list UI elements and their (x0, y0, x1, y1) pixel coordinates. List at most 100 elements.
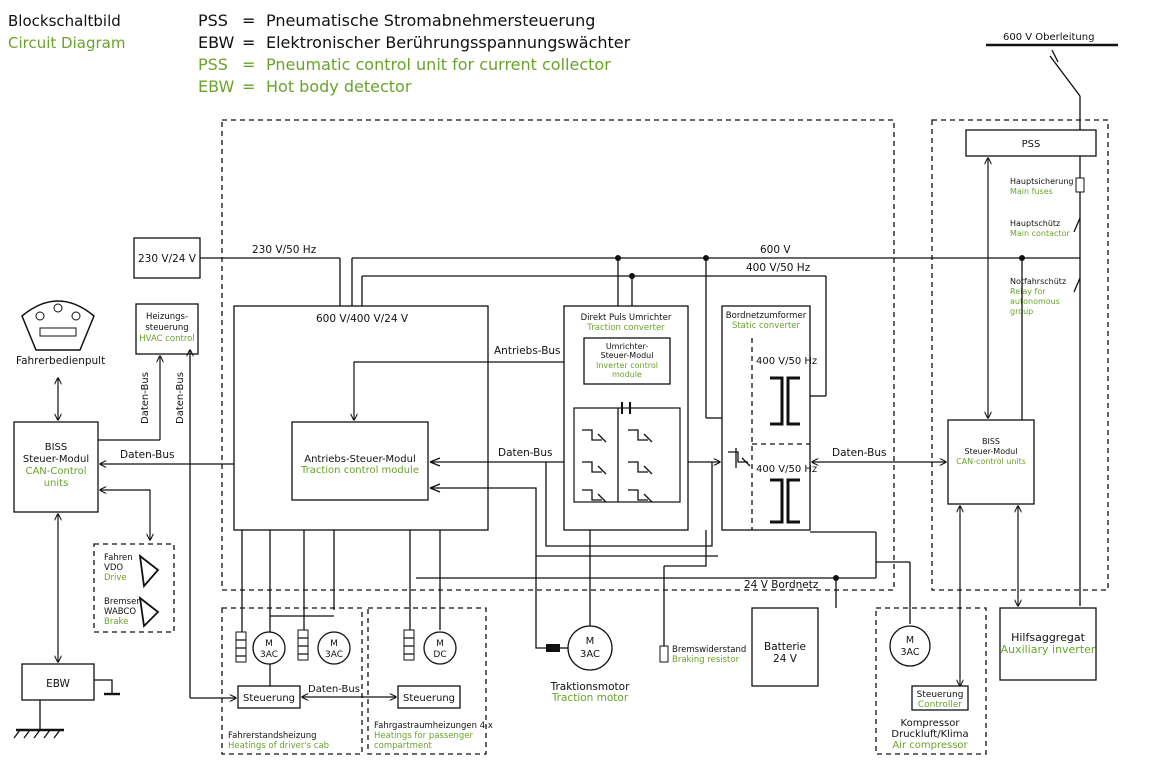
main-fuses-en: Main fuses (1010, 187, 1053, 196)
pss-label: PSS (1022, 139, 1041, 150)
relay-en-1: Relay for (1010, 287, 1046, 296)
cab-motor-1-m: M (265, 639, 273, 649)
data-bus-static-label: Daten-Bus (832, 447, 887, 459)
biss-left-en-1: CAN-Control (25, 466, 86, 477)
legend-abbr-4: EBW (198, 77, 235, 96)
line-24v-label: 24 V Bordnetz (744, 579, 819, 591)
aux-inverter-de: Hilfsaggregat (1011, 631, 1085, 644)
compressor-controller-box (911, 685, 969, 711)
traction-motor-de: Traktionsmotor (550, 681, 630, 693)
main-group-frame (221, 119, 895, 591)
legend-text-4: Hot body detector (266, 77, 412, 96)
pedals-frame (93, 543, 175, 633)
relay-en-2: autonomous (1010, 297, 1060, 306)
main-contactor-de: Hauptschütz (1010, 219, 1060, 228)
driver-desk-label: Fahrerbedienpult (16, 355, 105, 367)
compressor-ctrl-de: Steuerung (917, 690, 964, 700)
cab-heating-de: Fahrerstandsheizung (228, 731, 317, 741)
converter-label-de: Direkt Puls Umrichter (581, 313, 672, 323)
hvac-label-de-1: Heizungs- (146, 312, 188, 322)
relay-de: Notfahrschütz (1010, 277, 1066, 286)
igbt-bridge-icon (573, 402, 681, 503)
passenger-heating-frame (367, 607, 487, 755)
traction-module-en: Traction control module (300, 465, 419, 476)
compressor-frame (875, 607, 987, 755)
inverter-de-1: Umrichter- (606, 342, 648, 351)
inverter-de-2: Steuer-Modul (601, 351, 654, 360)
traction-motor-en: Traction motor (551, 692, 629, 704)
cab-motor-2: M 3AC (317, 631, 351, 665)
traction-motor-type: 3AC (580, 649, 600, 660)
hvac-control-box (135, 303, 199, 355)
cab-steuerung-label: Steuerung (243, 693, 295, 704)
biss-bus-label: Daten-Bus (120, 449, 175, 461)
pedal-drive-en: Drive (104, 573, 127, 583)
compressor-en: Air compressor (892, 740, 968, 751)
compressor-de-2: Druckluft/Klima (891, 729, 968, 740)
overhead-line-label: 600 V Oberleitung (1003, 32, 1094, 43)
cab-motor-1: M 3AC (252, 631, 286, 665)
pedal-brake-de-1: Bremsen (104, 597, 142, 607)
cab-steuerung-box (237, 685, 301, 709)
biss-right-box (947, 419, 1035, 505)
cab-heater-icon-2 (297, 629, 309, 661)
passenger-steuerung-label: Steuerung (403, 693, 455, 704)
legend-text-1: Pneumatische Stromabnehmersteuerung (266, 11, 595, 30)
drive-pedal-icon (138, 553, 160, 589)
main-contactor-en: Main contactor (1010, 229, 1070, 238)
pantograph-icon (1049, 55, 1081, 97)
pedal-drive-de-2: VDO (104, 563, 123, 573)
hvac-bus-label: Daten-Bus (140, 372, 151, 424)
inverter-en-2: module (612, 370, 642, 379)
legend-eq-2: = (242, 33, 255, 52)
static-converter-en: Static converter (732, 321, 801, 331)
biss-right-de-2: Steuer-Modul (965, 447, 1018, 456)
abbreviation-legend: PSS = Pneumatische Stromabnehmersteuerun… (198, 11, 631, 96)
line-600v-label: 600 V (760, 244, 791, 256)
pedal-brake-en: Brake (104, 617, 128, 627)
biss-left-de-1: BISS (45, 442, 68, 453)
traction-module-de: Antriebs-Steuer-Modul (304, 454, 416, 465)
inverter-control-module (583, 337, 671, 385)
transformer-core-icon (770, 376, 800, 524)
battery-box (751, 607, 819, 687)
biss-left-en-2: units (44, 478, 69, 489)
transformer-box (133, 237, 201, 279)
compressor-ctrl-en: Controller (918, 700, 963, 710)
contactor-icon (1073, 217, 1081, 233)
compressor-motor-type: 3AC (900, 647, 919, 658)
compressor-de-1: Kompressor (901, 718, 961, 729)
aux-inverter-en: Auxiliary inverter (1001, 643, 1096, 656)
igbt-icon (728, 448, 751, 468)
cab-motor-2-type: 3AC (325, 650, 343, 660)
static-converter-box (721, 305, 811, 531)
battery-label: Batterie (764, 641, 806, 653)
biss-right-de-1: BISS (982, 437, 1000, 446)
title-en: Circuit Diagram (8, 34, 125, 52)
legend-abbr-3: PSS (198, 55, 228, 74)
converter-label-en: Traction converter (586, 323, 665, 333)
legend-text-2: Elektronischer Berührungsspannungswächte… (266, 33, 631, 52)
legend-abbr-2: EBW (198, 33, 235, 52)
title-de: Blockschaltbild (8, 12, 121, 30)
legend-eq-3: = (242, 55, 255, 74)
dc-motor-type: DC (433, 650, 446, 660)
inverter-en-1: Inverter control (596, 361, 658, 370)
cab-motor-1-type: 3AC (260, 650, 278, 660)
brake-resistor-de: Bremswiderstand (672, 645, 746, 655)
biss-left-de-2: Steuer-Modul (23, 454, 89, 465)
main-module-voltage: 600 V/400 V/24 V (316, 313, 409, 325)
passenger-heating-de: Fahrgastraumheizungen 4 x (374, 721, 493, 731)
static-converter-freq-1: 400 V/50 Hz (756, 356, 817, 367)
hvac-label-en: HVAC control (139, 334, 194, 344)
data-bus-converter-label: Daten-Bus (498, 447, 553, 459)
fuse-icon (1075, 177, 1085, 193)
dc-motor-m: M (436, 639, 444, 649)
compressor-motor-icon: M 3AC (889, 625, 931, 667)
hvac-label-de-2: steuerung (145, 323, 188, 333)
drive-bus-label: Antriebs-Bus (494, 345, 561, 357)
passenger-heating-en-1: Heatings for passenger (374, 731, 474, 741)
passenger-heater-icon (403, 629, 415, 661)
drive-bus-arrow (354, 362, 582, 420)
